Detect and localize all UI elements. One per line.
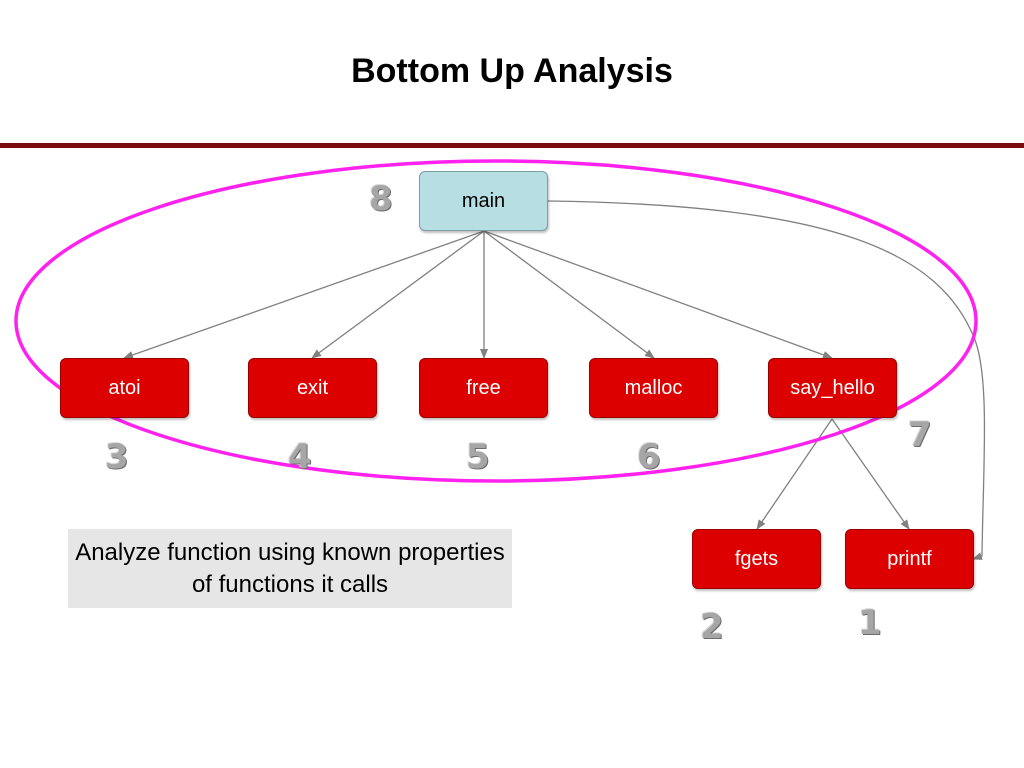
node-free: free (419, 358, 548, 418)
order-number-main: 8 (369, 179, 393, 219)
edge-main-exit (311, 230, 485, 359)
edge-main-say-hello (483, 230, 833, 359)
title-divider (0, 143, 1024, 148)
node-exit: exit (248, 358, 377, 418)
edge-main-printf (547, 200, 986, 560)
order-number-exit: 4 (288, 437, 312, 477)
node-malloc: malloc (589, 358, 718, 418)
node-printf: printf (845, 529, 974, 589)
node-say-hello: say_hello (768, 358, 897, 418)
node-main: main (419, 171, 548, 231)
order-number-malloc: 6 (637, 437, 661, 477)
node-atoi: atoi (60, 358, 189, 418)
edge-say-hello-fgets (756, 418, 833, 530)
order-number-printf: 1 (858, 603, 882, 643)
edge-main-malloc (483, 230, 655, 359)
order-number-say-hello: 7 (908, 415, 932, 455)
edge-main-atoi (123, 230, 485, 359)
order-number-free: 5 (466, 437, 490, 477)
highlight-ellipse (14, 159, 978, 483)
analysis-note: Analyze function using known properties … (68, 529, 512, 608)
edge-say-hello-printf (831, 418, 910, 530)
node-fgets: fgets (692, 529, 821, 589)
order-number-fgets: 2 (700, 607, 724, 647)
slide-title: Bottom Up Analysis (351, 52, 673, 90)
order-number-atoi: 3 (105, 437, 129, 477)
